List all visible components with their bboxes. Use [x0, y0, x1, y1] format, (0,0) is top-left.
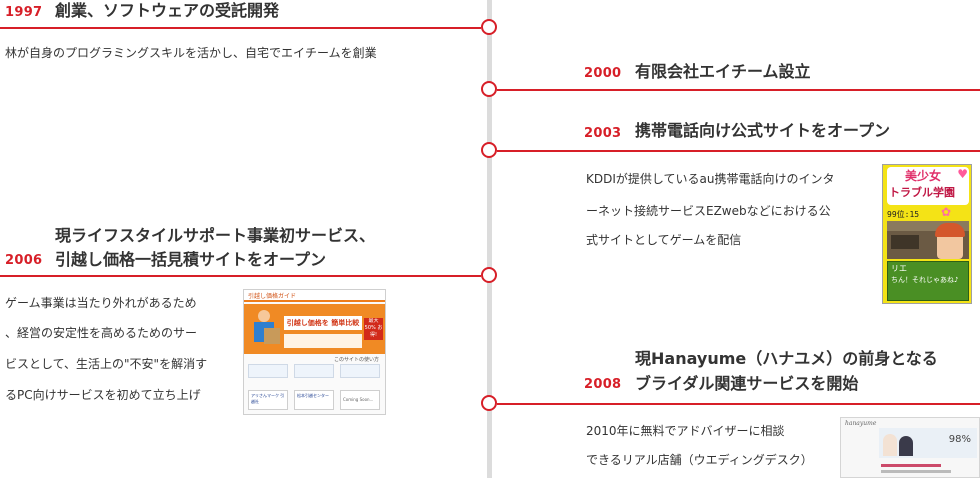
partner-card-2: 松本引越センター: [294, 390, 334, 410]
game-logo-banner: 美少女 トラブル学園 ♥: [887, 167, 969, 205]
game-counter: 99位:15: [887, 210, 920, 219]
event-title-2006-line2: 引越し価格一括見積サイトをオープン: [55, 250, 327, 269]
coming-soon-card: Coming Soon...: [340, 390, 380, 410]
timeline-node-2000: [481, 81, 497, 97]
timeline-node-1997: [481, 19, 497, 35]
site-links: このサイトの使い方: [334, 357, 380, 363]
partner-card-1: アリさんマーク 引越社: [248, 390, 288, 410]
hikkoshi-site-thumbnail: 引越し価格ガイド 引越し価格を 簡単比較 最大50% お得! このサイトの使い方…: [243, 289, 386, 415]
hanayume-site-thumbnail: hanayume 98%: [840, 417, 980, 478]
game-scene: [887, 221, 969, 259]
timeline-node-2008: [481, 395, 497, 411]
site-logo: 引越し価格ガイド: [248, 293, 297, 300]
hero-banner-text: 引越し価格を 簡単比較: [284, 316, 362, 330]
year-label-2008: 2008: [584, 377, 622, 392]
site-header: 引越し価格ガイド: [244, 290, 385, 302]
timeline-line-2006: [0, 275, 481, 277]
timeline-node-2003: [481, 142, 497, 158]
event-desc-2006-line3: ビスとして、生活上の"不安"を解消す: [5, 357, 208, 371]
game-dialog-box: リエ ちん！それじゃあね♪: [887, 261, 969, 301]
event-desc-2006-line2: 、経営の安定性を高めるためのサー: [5, 326, 198, 340]
character-figure: [935, 223, 965, 259]
event-desc-2003-line3: 式サイトとしてゲームを配信: [586, 233, 742, 247]
heart-icon: ♥: [957, 167, 968, 181]
event-desc-2006-line1: ゲーム事業は当たり外れがあるため: [5, 296, 197, 310]
hanayume-stat: 98%: [948, 434, 971, 445]
discount-badge: 最大50% お得!: [364, 318, 383, 340]
game-logo-text-bottom: トラブル学園: [889, 186, 955, 199]
timeline-line-2008: [497, 403, 980, 405]
event-desc-2003-line2: ーネット接続サービスEZwebなどにおける公: [586, 204, 831, 218]
event-title-2003: 携帯電話向け公式サイトをオープン: [635, 121, 891, 140]
event-title-2008-line1: 現Hanayume（ハナユメ）の前身となる: [635, 349, 938, 368]
event-title-2000: 有限会社エイチーム設立: [635, 62, 811, 81]
hanayume-logo: hanayume: [845, 420, 877, 427]
feature-row: [248, 364, 381, 380]
hanayume-text-block-2: [881, 470, 951, 473]
event-desc-1997: 林が自身のプログラミングスキルを活かし、自宅でエイチームを創業: [5, 46, 377, 60]
event-desc-2008-line2: できるリアル店舗（ウエディングデスク）: [586, 453, 813, 467]
event-desc-2008-line1: 2010年に無料でアドバイザーに相談: [586, 424, 785, 438]
event-desc-2003-line1: KDDIが提供しているau携帯電話向けのインタ: [586, 172, 835, 186]
game-logo-text-top: 美少女: [905, 169, 942, 183]
timeline-node-2006: [481, 267, 497, 283]
year-label-2003: 2003: [584, 126, 622, 141]
year-label-1997: 1997: [5, 5, 43, 20]
timeline-line-1997: [0, 27, 481, 29]
hanayume-text-block: [881, 464, 941, 467]
timeline-spine: [487, 0, 492, 478]
game-screenshot-thumbnail: 美少女 トラブル学園 ♥ 99位:15 ✿ リエ ちん！それじゃあね♪: [882, 164, 972, 304]
hanayume-hero: 98%: [879, 428, 977, 458]
event-title-1997: 創業、ソフトウェアの受託開発: [55, 1, 280, 20]
hero-form: [284, 334, 362, 348]
year-label-2000: 2000: [584, 66, 622, 81]
game-character-name: リエ: [891, 264, 907, 273]
flower-icon: ✿: [941, 205, 952, 219]
site-hero: 引越し価格を 簡単比較 最大50% お得!: [244, 304, 385, 354]
timeline-line-2000: [497, 89, 980, 91]
timeline-line-2003: [497, 150, 980, 152]
year-label-2006: 2006: [5, 253, 43, 268]
event-title-2008-line2: ブライダル関連サービスを開始: [635, 374, 859, 393]
event-desc-2006-line4: るPC向けサービスを初めて立ち上げ: [5, 388, 201, 402]
mover-illustration: [250, 310, 280, 350]
game-dialog-line: ちん！それじゃあね♪: [891, 276, 959, 284]
event-title-2006-line1: 現ライフスタイルサポート事業初サービス、: [55, 226, 376, 245]
